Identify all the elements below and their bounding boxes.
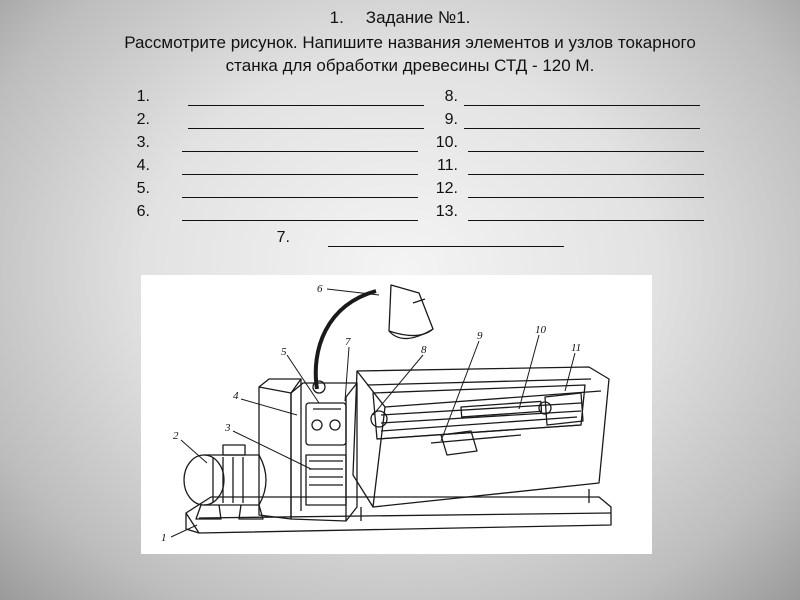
lamp-base (312, 380, 326, 394)
answer-label: 6. (136, 203, 150, 220)
task-instruction: Рассмотрите рисунок. Напишите названия э… (60, 31, 760, 77)
answer-line[interactable] (182, 151, 418, 152)
callout-7: 7 (345, 336, 351, 348)
answer-line[interactable] (468, 151, 704, 152)
headstock-housing (290, 393, 347, 522)
answer-line[interactable] (182, 197, 418, 198)
callout-4: 4 (233, 390, 239, 402)
answer-line[interactable] (182, 174, 418, 175)
tool-rest (440, 430, 478, 456)
lathe-figure: 1 2 3 4 5 6 7 8 9 10 11 (141, 275, 652, 554)
leader-2 (180, 439, 208, 464)
answer-label: 1. (136, 88, 150, 105)
answer-line[interactable] (328, 246, 564, 247)
answer-label: 4. (136, 157, 150, 174)
answer-label: 2. (136, 111, 150, 128)
answer-line[interactable] (182, 220, 418, 221)
lathe-drawing: 1 2 3 4 5 6 7 8 9 10 11 (161, 283, 612, 544)
leader-10 (518, 334, 540, 410)
answer-line[interactable] (188, 105, 424, 106)
motor-terminal-box (222, 444, 246, 456)
leader-3 (232, 430, 312, 470)
callout-6: 6 (317, 283, 323, 295)
leader-8 (372, 354, 424, 416)
answer-line[interactable] (464, 105, 700, 106)
answer-label: 11. (436, 157, 458, 174)
callout-10: 10 (535, 324, 547, 336)
answer-label: 10. (435, 134, 458, 151)
bed-cabinet (352, 366, 610, 508)
answer-label: 3. (136, 134, 150, 151)
answer-label: 9. (444, 111, 458, 128)
answer-line[interactable] (464, 128, 700, 129)
lamp-shade (388, 284, 434, 337)
answer-line[interactable] (468, 197, 704, 198)
tailstock (544, 392, 584, 426)
spindle (370, 410, 388, 428)
answer-label: 12. (435, 180, 458, 197)
callout-2: 2 (173, 430, 179, 442)
guard-window (372, 384, 586, 440)
answer-label: 13. (435, 203, 458, 220)
leader-9 (440, 340, 480, 442)
leader-6 (326, 288, 380, 296)
callout-9: 9 (477, 330, 483, 342)
frame-box (258, 386, 292, 520)
answer-label: 7. (276, 229, 290, 246)
leader-7 (344, 346, 350, 402)
answer-label: 5. (136, 180, 150, 197)
callout-1: 1 (161, 532, 167, 544)
control-panel (305, 402, 347, 446)
answer-line[interactable] (468, 174, 704, 175)
task-number: 1. (329, 8, 344, 27)
instruction-line-2: станка для обработки древесины СТД - 120… (225, 56, 595, 75)
answer-line[interactable] (188, 128, 424, 129)
leader-4 (240, 398, 298, 416)
lamp-arm (313, 289, 377, 390)
callout-3: 3 (224, 422, 231, 434)
leader-5 (286, 354, 320, 404)
leader-11 (564, 352, 576, 392)
workpiece (460, 400, 543, 418)
callout-11: 11 (571, 342, 581, 354)
motor-end (183, 454, 225, 506)
answer-label: 8. (444, 88, 458, 105)
task-title: 1. Задание №1. (0, 8, 800, 28)
answer-line[interactable] (468, 220, 704, 221)
callout-8: 8 (421, 344, 427, 356)
instruction-line-1: Рассмотрите рисунок. Напишите названия э… (124, 33, 696, 52)
callout-5: 5 (281, 346, 287, 358)
task-heading: Задание №1. (365, 8, 471, 27)
leader-1 (170, 524, 198, 538)
